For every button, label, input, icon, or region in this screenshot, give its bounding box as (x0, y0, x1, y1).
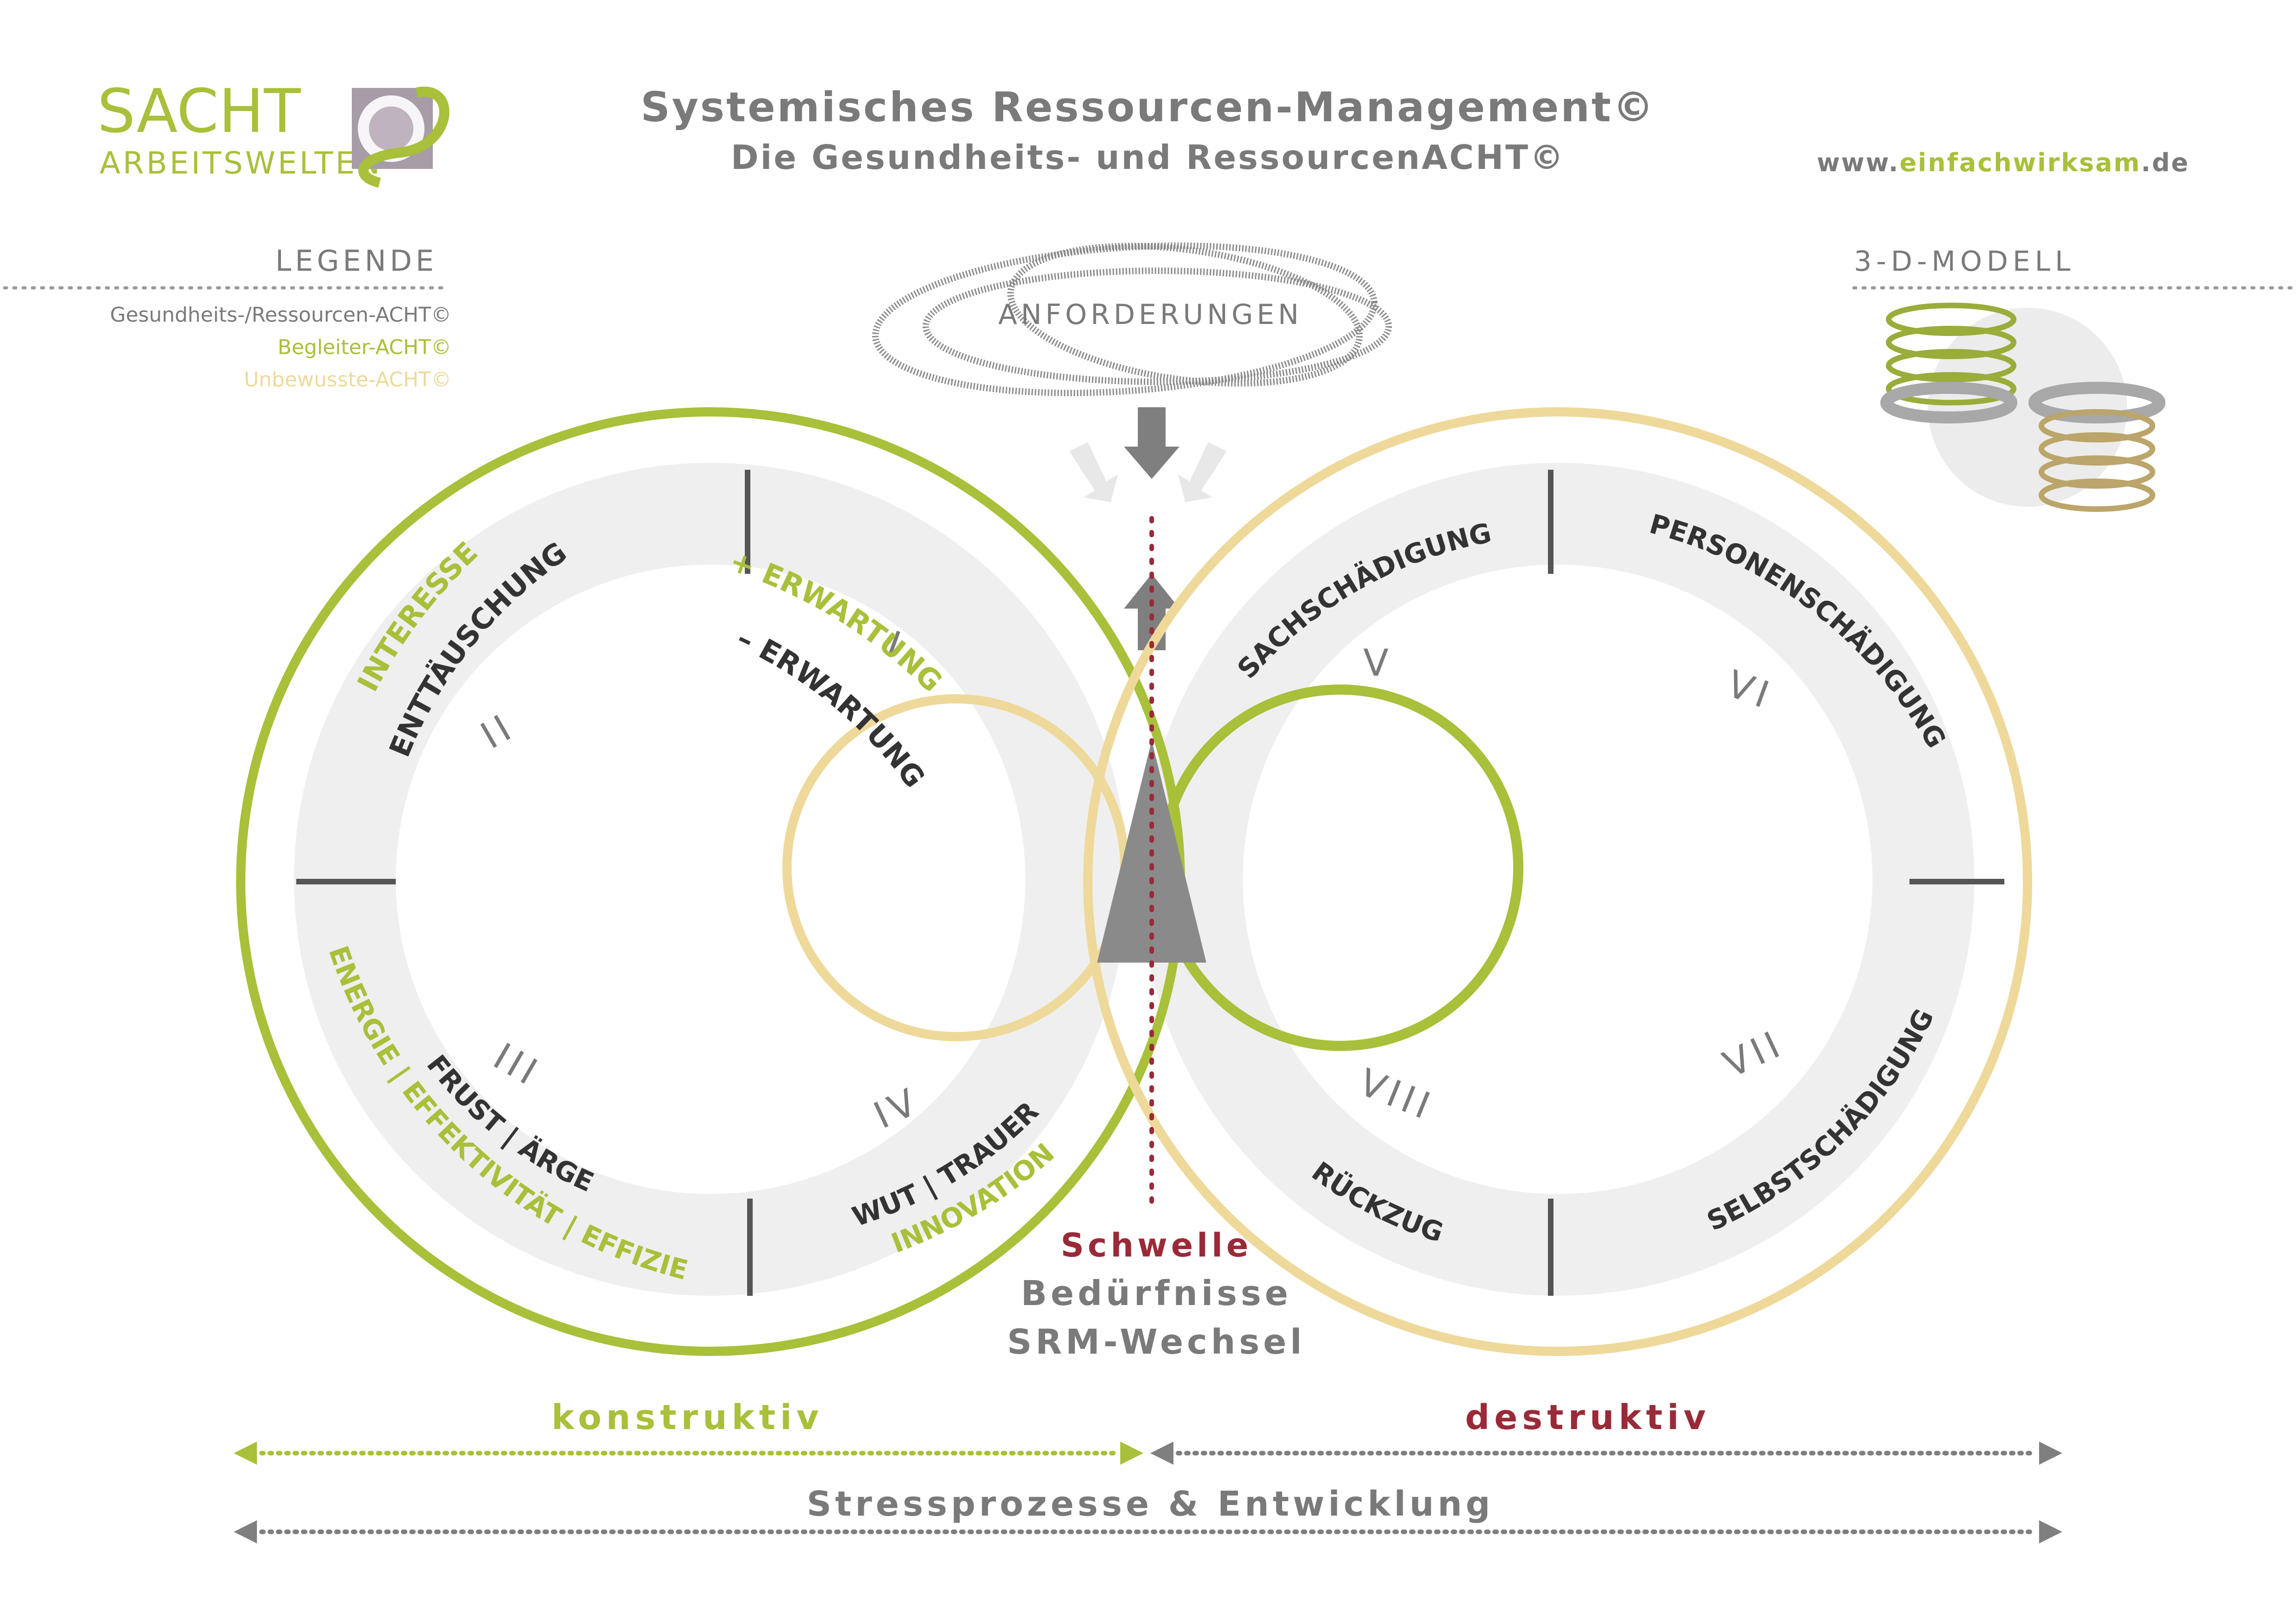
url-prefix: www. (1817, 148, 1900, 177)
green-coil-icon (1886, 303, 2016, 405)
needs-label: Bedürfnisse (1021, 1274, 1292, 1313)
model-3d-background (1928, 308, 2127, 507)
ring-dividers (296, 470, 2004, 1296)
beige-ring-outer (1083, 407, 2032, 1356)
url-suffix: .de (2141, 148, 2190, 177)
logo-top-text: SACHT (97, 76, 301, 146)
legend-item-grey: Gesundheits-/Ressourcen-ACHT© (110, 303, 451, 327)
demands-label: ANFORDERUNGEN (998, 298, 1302, 331)
destructive-arrow (1150, 1442, 2062, 1465)
threshold-label: Schwelle (1061, 1226, 1252, 1264)
constructive-arrow (234, 1442, 1143, 1465)
website-link[interactable]: www.einfachwirksam.de (1817, 148, 2190, 177)
legend-item-green: Begleiter-ACHT© (278, 336, 451, 359)
sector-8-numeral: VIII (1353, 1060, 1440, 1129)
page-subtitle: Die Gesundheits- und RessourcenACHT© (731, 138, 1565, 177)
logo-swirl-icon (358, 87, 449, 188)
sector-5-numeral: V (1363, 641, 1389, 684)
legend-item-beige: Unbewusste-ACHT© (244, 368, 451, 392)
sector-2-numeral: II (474, 704, 522, 757)
constructive-label: konstruktiv (551, 1398, 824, 1437)
demands-cloud (872, 242, 1392, 397)
page-title: Systemisches Ressourcen-Management© (641, 83, 1655, 131)
model-3d-title: 3-D-MODELL (1854, 245, 2075, 278)
grey-ring-right (1141, 463, 1974, 1296)
sector-3-numeral: III (487, 1035, 549, 1095)
grey-figure-eight-icon (1880, 382, 2165, 423)
stress-process-label: Stressprozesse & Entwicklung (807, 1484, 1494, 1524)
stress-process-arrow (234, 1520, 2062, 1543)
logo-bottom-text: ARBEITSWELTEN (100, 145, 382, 181)
model-3d: 3-D-MODELL (1852, 245, 2293, 512)
sector-3-energy: ENERGIE | EFFEKTIVITÄT | EFFIZIENZ (0, 0, 691, 1286)
beige-coil-icon (2039, 409, 2155, 512)
logo-inner-icon (369, 106, 413, 151)
sector-6-numeral: VI (1722, 662, 1779, 718)
right-faded-arrow-icon (1178, 442, 1227, 502)
left-faded-arrow-icon (1069, 442, 1118, 502)
url-main: einfachwirksam (1899, 148, 2141, 177)
logo: SACHT ARBEITSWELTEN (97, 76, 449, 188)
arrow-down-icon (1124, 407, 1179, 479)
legend: LEGENDE Gesundheits-/Ressourcen-ACHT© Be… (3, 244, 451, 392)
sector-7-numeral: VII (1717, 1021, 1791, 1086)
destructive-label: destruktiv (1465, 1398, 1710, 1437)
srm-switch-label: SRM-Wechsel (1007, 1322, 1306, 1362)
legend-title: LEGENDE (275, 244, 437, 278)
